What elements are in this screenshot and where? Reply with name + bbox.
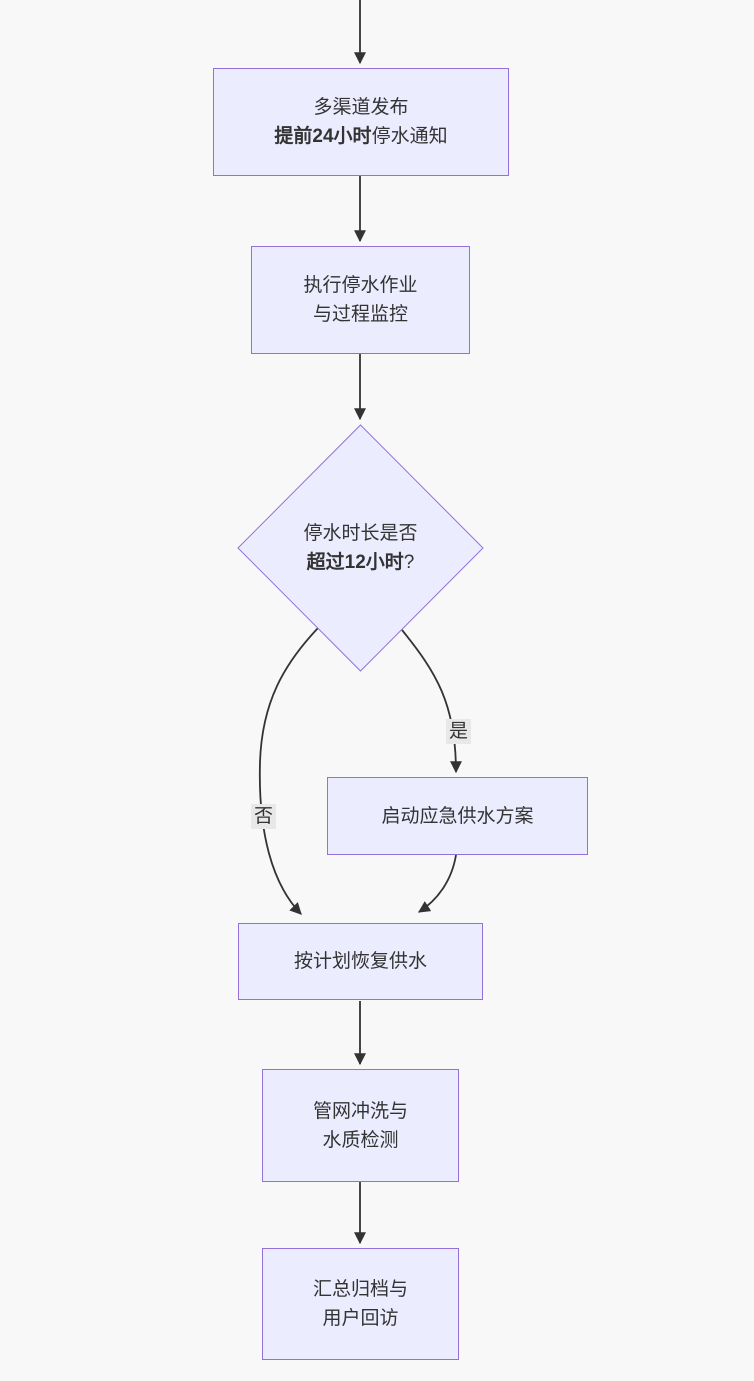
node-text-bold: 提前24小时 <box>274 126 372 147</box>
node-text-rest: ? <box>403 552 415 573</box>
node-text-line: 汇总归档与 <box>312 1279 408 1300</box>
node-text-line: 超过12小时? <box>307 548 415 577</box>
node-text-rest: 停水通知 <box>371 126 448 147</box>
node-text-line: 用户回访 <box>322 1308 399 1329</box>
node-text-line: 执行停水作业 <box>303 275 418 296</box>
node-execute-shutdown: 执行停水作业 与过程监控 <box>251 246 470 354</box>
node-emergency-supply: 启动应急供水方案 <box>327 777 588 855</box>
edge-emergency-to-resume <box>417 854 457 913</box>
edge-label-no: 否 <box>251 804 277 829</box>
node-text-line: 与过程监控 <box>312 304 408 325</box>
node-flush-quality-test: 管网冲洗与 水质检测 <box>262 1069 459 1182</box>
node-text-line: 管网冲洗与 <box>312 1100 408 1122</box>
node-text-line: 启动应急供水方案 <box>381 805 534 827</box>
node-text-bold: 超过12小时 <box>306 552 404 573</box>
edge-decision-yes-to-emergency <box>401 629 462 774</box>
node-text-line: 多渠道发布 <box>313 97 409 118</box>
edge-decision-no-to-resume <box>258 627 319 915</box>
node-text-line: 停水时长是否 <box>303 523 418 544</box>
edge-label-yes: 是 <box>446 719 472 744</box>
node-text-line: 提前24小时停水通知 <box>274 122 447 151</box>
node-resume-supply: 按计划恢复供水 <box>238 923 483 1000</box>
decision-diamond-shape <box>237 424 484 672</box>
node-decision-duration: 停水时长是否 超过12小时? <box>237 424 484 672</box>
node-text-line: 按计划恢复供水 <box>293 951 427 972</box>
node-publish-notice: 多渠道发布 提前24小时停水通知 <box>213 68 509 176</box>
node-archive-followup: 汇总归档与 用户回访 <box>262 1248 459 1360</box>
node-text-line: 水质检测 <box>322 1129 399 1151</box>
